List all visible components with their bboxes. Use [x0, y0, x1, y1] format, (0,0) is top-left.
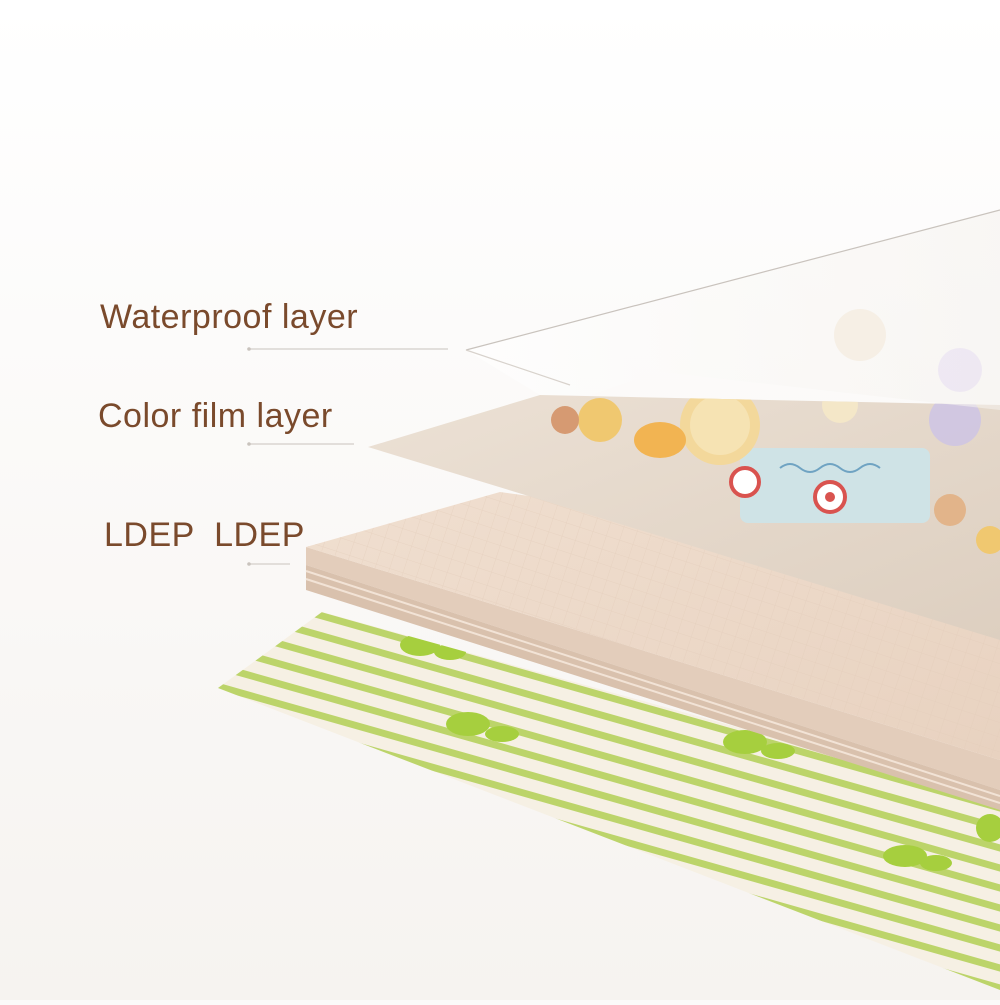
waterproof-layer-label: Waterproof layer [100, 298, 359, 336]
leader-dot-color-film [247, 442, 251, 446]
leader-lines [249, 348, 448, 565]
color-film-layer-label: Color film layer [98, 397, 333, 435]
waterproof-layer [465, 209, 1000, 410]
color-film-layer [368, 395, 1000, 640]
leader-dot-ldep [247, 562, 251, 566]
ldep-layer-label: LDEP LDEP [104, 516, 305, 554]
printed-pattern [551, 395, 1000, 554]
leader-dot-waterproof [247, 347, 251, 351]
